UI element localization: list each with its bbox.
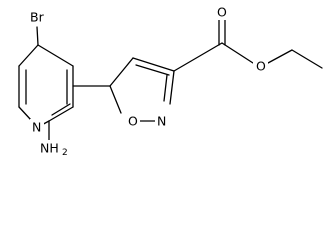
bond-c4-c3-isox-inner xyxy=(135,64,170,76)
isoxazole-oxygen-label: O xyxy=(128,114,138,129)
bond-o1-c5 xyxy=(109,85,122,114)
bond-br-c5 xyxy=(36,26,39,46)
bromine-label-bg xyxy=(26,8,52,25)
amine-label-bg xyxy=(39,140,73,158)
chemical-structure: Br N NH 2 O N O O xyxy=(18,3,323,158)
bond-c5-c6-top xyxy=(18,44,39,67)
bond-c3-n2-inner xyxy=(163,74,168,102)
bond-c5-c4 xyxy=(37,44,74,67)
pyridine-nitrogen-label: N xyxy=(32,120,41,135)
bond-ester-o-ch2 xyxy=(267,49,293,64)
ester-oxygen-bg xyxy=(253,57,268,74)
ester-oxygen-label: O xyxy=(256,59,266,74)
bond-c3-c2 xyxy=(48,106,74,122)
bond-ch2-ch3 xyxy=(291,49,323,69)
carbonyl-oxygen-label: O xyxy=(217,5,227,20)
isoxazole-nitrogen-label: N xyxy=(157,114,166,129)
bond-c4-c3-isox xyxy=(132,57,175,72)
bond-c5-c4-isox xyxy=(109,57,134,87)
bond-c3-n2 xyxy=(169,70,175,105)
bond-c2-double-inner xyxy=(51,103,71,116)
amine-subscript: 2 xyxy=(62,148,68,158)
pyridine-nitrogen-bg xyxy=(30,119,44,135)
pyridine-ring xyxy=(18,26,74,142)
bromine-label: Br xyxy=(30,10,45,25)
amine-label: NH xyxy=(40,141,59,156)
isoxazole-oxygen-bg xyxy=(126,111,140,129)
carbonyl-oxygen-bg xyxy=(215,3,229,20)
bond-carbonyl-ester-o xyxy=(221,42,254,64)
isoxazole-ring xyxy=(109,57,175,122)
bond-c3-carbonyl xyxy=(173,42,223,72)
bond-n1-c6 xyxy=(18,106,32,121)
isoxazole-nitrogen-bg xyxy=(155,111,169,129)
ester-group xyxy=(173,18,323,72)
